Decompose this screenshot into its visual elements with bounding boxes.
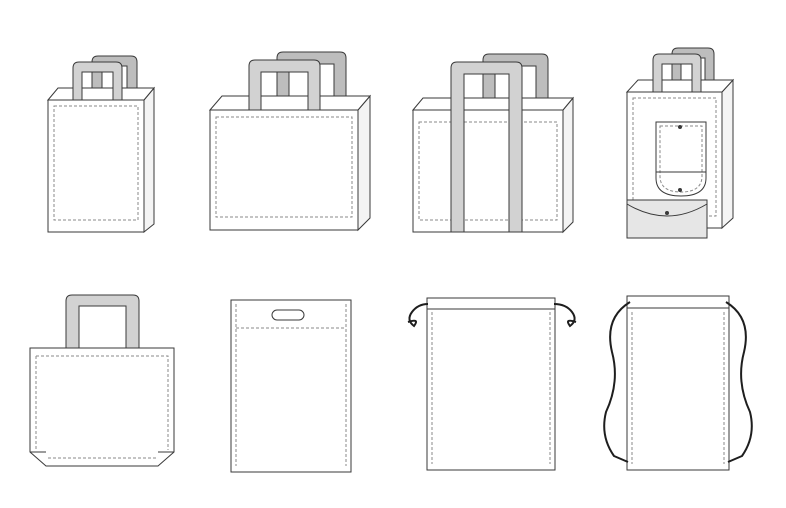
body-stitching bbox=[36, 355, 169, 450]
drawstring-bag bbox=[407, 297, 577, 471]
pouch-snap bbox=[665, 211, 669, 215]
front-panel bbox=[412, 109, 564, 233]
handle bbox=[65, 294, 140, 349]
front-panel bbox=[47, 99, 145, 233]
front-stitching bbox=[418, 121, 558, 221]
top-fold bbox=[411, 97, 575, 111]
foldable-tote-with-pouch bbox=[625, 47, 735, 239]
shoulder-cord-right bbox=[725, 301, 753, 463]
front-stitching bbox=[53, 105, 139, 221]
top-fold bbox=[46, 87, 156, 101]
front-handle bbox=[248, 59, 321, 111]
wide-flat-handle-tote bbox=[208, 51, 372, 232]
trapezoid-gusset-tote bbox=[29, 294, 175, 467]
front-strap bbox=[450, 61, 523, 233]
folded-pouch bbox=[626, 199, 708, 239]
pouch-flap bbox=[626, 203, 708, 217]
bag-body bbox=[626, 295, 730, 471]
side-gusset bbox=[357, 94, 371, 232]
side-gusset bbox=[721, 78, 734, 230]
bag-body bbox=[29, 347, 175, 467]
top-fold bbox=[625, 79, 735, 93]
pocket-flap bbox=[655, 121, 707, 197]
drawstring-left bbox=[407, 303, 429, 328]
front-panel bbox=[209, 109, 359, 231]
tall-flat-handle-tote bbox=[46, 55, 156, 234]
front-stitching bbox=[215, 116, 353, 218]
snap-button bbox=[678, 125, 682, 129]
drawstring-right bbox=[553, 303, 577, 328]
top-fold bbox=[208, 95, 372, 111]
full-wrap-strap-tote bbox=[411, 53, 575, 234]
drawstring-backpack bbox=[603, 295, 753, 471]
bag-body bbox=[426, 297, 556, 471]
bag-body bbox=[230, 299, 352, 473]
snap-button bbox=[678, 188, 682, 192]
pocket-flap-stitching bbox=[659, 125, 703, 193]
die-cut-handle-bag bbox=[230, 299, 352, 473]
front-handle bbox=[72, 61, 123, 101]
front-handle bbox=[652, 53, 702, 93]
side-gusset bbox=[143, 86, 155, 234]
side-gusset bbox=[562, 96, 574, 234]
die-cut-handle bbox=[271, 309, 305, 321]
shoulder-cord-left bbox=[603, 301, 631, 463]
